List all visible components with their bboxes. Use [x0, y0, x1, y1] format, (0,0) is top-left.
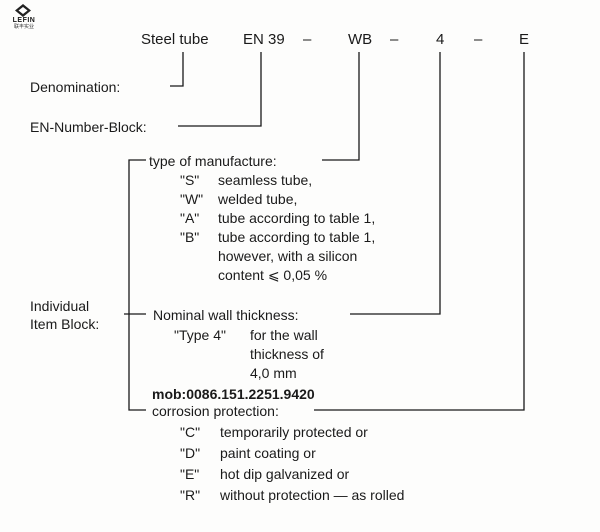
corrosion-code-e: "E" [180, 466, 200, 482]
wall-heading: Nominal wall thickness: [153, 307, 299, 323]
logo-brand: LEFIN [12, 17, 36, 24]
corrosion-text-c: temporarily protected or [220, 424, 368, 440]
manufacture-text-w: welded tube, [218, 191, 298, 207]
en-number: EN 39 [243, 31, 285, 48]
corrosion-heading: corrosion protection: [152, 403, 279, 419]
manufacture-code-b: "B" [180, 229, 200, 245]
logo-tagline: 联丰实业 [13, 24, 34, 30]
manufacture-text-a: tube according to table 1, [218, 210, 376, 226]
corrosion-code: E [519, 31, 530, 48]
wall-text-line1: for the wall [250, 327, 318, 343]
manufacture-code: WB [348, 31, 373, 48]
prefix-steel-tube: Steel tube [141, 31, 209, 48]
wall-code: 4 [436, 31, 445, 48]
manufacture-b-continued-2: content ⩽ 0,05 % [218, 267, 328, 283]
corrosion-text-e: hot dip galvanized or [220, 466, 350, 482]
individual-label-line2: Item Block: [30, 316, 100, 332]
manufacture-code-a: "A" [180, 210, 200, 226]
manufacture-b-continued-1: however, with a silicon [218, 248, 358, 264]
denomination-label: Denomination: [30, 79, 121, 95]
logo-diamond-icon [15, 4, 31, 17]
manufacture-text-b: tube according to table 1, [218, 229, 376, 245]
wall-type-code: "Type 4" [174, 327, 226, 343]
corrosion-text-r: without protection — as rolled [220, 487, 405, 503]
en-block-label: EN-Number-Block: [30, 119, 147, 135]
corrosion-code-d: "D" [180, 445, 201, 461]
manufacture-heading: type of manufacture: [149, 153, 277, 169]
dash-2: – [390, 31, 399, 48]
manufacture-code-w: "W" [180, 191, 204, 207]
wall-text-line2: thickness of [250, 346, 324, 362]
corrosion-text-d: paint coating or [220, 445, 316, 461]
manufacture-text-s: seamless tube, [218, 172, 313, 188]
dash-1: – [303, 31, 312, 48]
lefin-logo: LEFIN 联丰实业 [4, 4, 44, 32]
corrosion-code-r: "R" [180, 487, 201, 503]
individual-label-line1: Individual [30, 298, 90, 314]
contact-phone: mob:0086.151.2251.9420 [152, 386, 315, 402]
dash-3: – [474, 31, 483, 48]
wall-text-line3: 4,0 mm [250, 365, 297, 381]
manufacture-code-s: "S" [180, 172, 200, 188]
corrosion-code-c: "C" [180, 424, 201, 440]
